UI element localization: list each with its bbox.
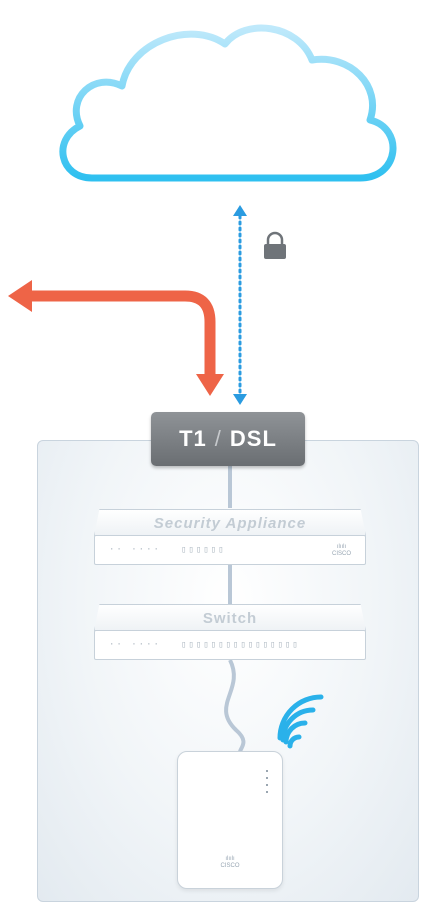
wan-label-left: T1 bbox=[179, 426, 207, 451]
status-lights: ·· ···· bbox=[109, 545, 161, 555]
cloud-icon bbox=[59, 24, 397, 182]
status-lights: ·· ···· bbox=[109, 640, 161, 650]
switch-label: Switch bbox=[94, 604, 366, 631]
switch-front: ·· ···· ▯▯▯▯▯▯▯▯▯▯▯▯▯▯▯▯ bbox=[94, 630, 366, 660]
wan-connection-box: T1 / DSL bbox=[151, 412, 305, 466]
port-row: ▯▯▯▯▯▯ bbox=[181, 545, 226, 555]
status-lights bbox=[266, 770, 268, 772]
security-appliance-label: Security Appliance bbox=[94, 509, 366, 536]
wan-label-right: DSL bbox=[229, 426, 277, 451]
secure-link-arrow bbox=[233, 205, 247, 405]
arrow-left-icon bbox=[8, 280, 224, 396]
port-row: ▯▯▯▯▯▯▯▯▯▯▯▯▯▯▯▯ bbox=[181, 640, 300, 650]
switch-device: Switch ·· ···· ▯▯▯▯▯▯▯▯▯▯▯▯▯▯▯▯ bbox=[94, 604, 366, 660]
lock-icon bbox=[264, 231, 286, 259]
security-appliance-device: Security Appliance ·· ···· ▯▯▯▯▯▯ ılıılı… bbox=[94, 509, 366, 565]
wan-label-separator: / bbox=[214, 426, 222, 451]
